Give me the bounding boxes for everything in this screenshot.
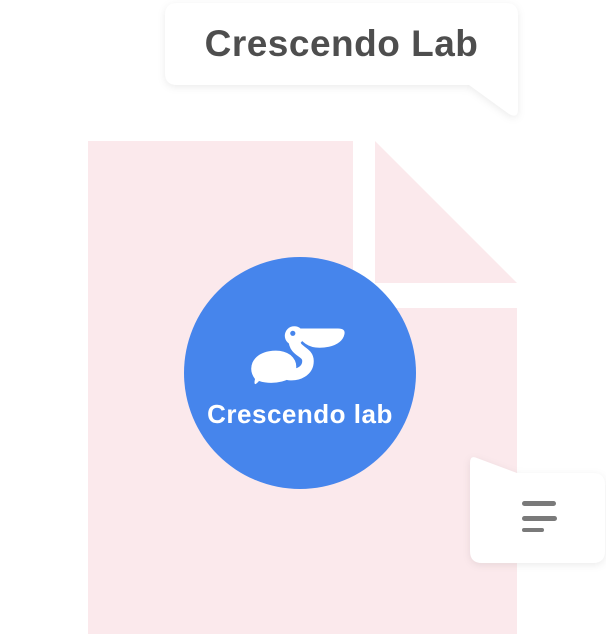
logo-wordmark: Crescendo lab bbox=[207, 399, 393, 429]
folded-corner-shape bbox=[375, 141, 517, 283]
bubble-top-path bbox=[165, 3, 518, 116]
speech-bubble-bottom bbox=[470, 456, 606, 563]
pelican-eye-dot bbox=[290, 330, 296, 336]
speech-bubble-label: Crescendo Lab bbox=[204, 23, 479, 64]
bubble-bottom-path bbox=[470, 457, 605, 563]
pelican-icon bbox=[251, 326, 345, 385]
text-lines-icon bbox=[470, 456, 606, 563]
pelican-beak-shape bbox=[297, 328, 345, 348]
pelican-neck-shape bbox=[283, 334, 314, 381]
speech-bubble-top-shape bbox=[165, 3, 518, 116]
text-line bbox=[522, 527, 544, 532]
speech-bubble-top: Crescendo Lab bbox=[165, 3, 518, 123]
text-line bbox=[522, 516, 557, 521]
speech-bubble-bottom-shape bbox=[470, 457, 605, 563]
logo-badge: Crescendo lab bbox=[184, 257, 416, 489]
text-line bbox=[522, 501, 556, 506]
